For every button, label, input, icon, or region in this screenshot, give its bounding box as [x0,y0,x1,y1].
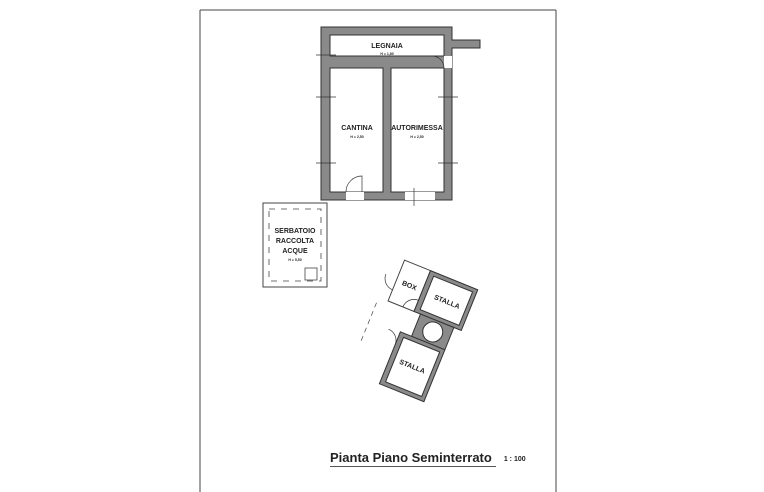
room-height-legnaia: H = 1,80 [380,52,393,56]
plan-title: Pianta Piano Seminterrato [330,450,496,467]
main-building [316,26,481,206]
room-label-legnaia: LEGNAIA [371,43,403,50]
room-label-serbatoio-1: SERBATOIO [275,228,317,235]
room-label-serbatoio-3: ACQUE [282,248,308,255]
page-frame [199,9,557,492]
plan-footer: Pianta Piano Seminterrato 1 : 100 [330,450,526,467]
room-label-cantina: CANTINA [341,125,373,132]
room-label-box: BOX [401,280,418,292]
plan-scale: 1 : 100 [503,456,526,463]
room-label-stalla-2: STALLA [398,359,426,376]
room-label-stalla-1: STALLA [433,294,461,311]
room-height-serbatoio: H = 5,50 [288,258,301,262]
room-label-serbatoio-2: RACCOLTA [276,238,314,245]
room-label-autorimessa: AUTORIMESSA [391,125,443,132]
room-height-cantina: H = 2,50 [350,135,363,139]
stable-block: BOX STALLA STALLA [360,259,479,403]
room-height-autorimessa: H = 2,50 [410,135,423,139]
water-tank [262,202,328,288]
